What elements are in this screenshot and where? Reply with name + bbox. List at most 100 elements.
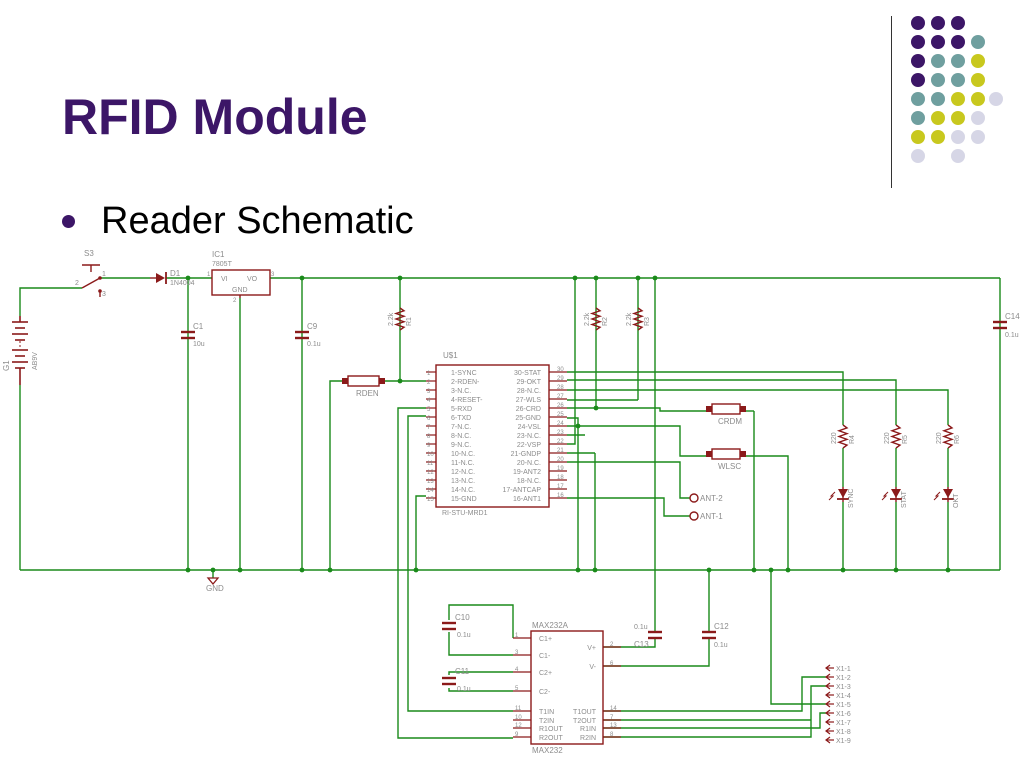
module-pin-label: 16-ANT1	[513, 496, 541, 503]
ground-symbol: GND	[206, 577, 224, 593]
module-pin-number: 1	[427, 371, 431, 377]
capacitor-label: C13	[634, 640, 649, 649]
module-pin-label: 19-ANT2	[513, 469, 541, 476]
capacitor-label: C11	[455, 667, 470, 676]
module-pin-label: 4-RESET-	[451, 397, 483, 404]
capacitor-label: C9	[307, 322, 318, 331]
s3-pin1: 1	[102, 271, 106, 278]
connector-pin-label: X1-3	[836, 684, 851, 691]
module-pin-label: 22-VSP	[517, 442, 541, 449]
ic1-pin-vi: VI	[221, 276, 228, 283]
resistor-value: 220	[831, 432, 838, 444]
module-pin-label: 8-N.C.	[451, 433, 471, 440]
ic1-label: IC1	[212, 250, 225, 259]
module-pin-number: 24	[557, 421, 564, 427]
capacitor-value: 0.1u	[307, 341, 321, 348]
module-pin-label: 17-ANTCAP	[502, 487, 541, 494]
resistor-label: R1	[406, 317, 413, 326]
module-pin-number: 4	[427, 398, 431, 404]
module-pin-label: 18-N.C.	[517, 478, 541, 485]
s3-label: S3	[84, 249, 94, 258]
switch-s3: S3 1 2 3	[75, 249, 106, 298]
led-label: SYNC	[848, 489, 855, 508]
module-pin-number: 6	[427, 416, 431, 422]
module-pin-label: 5-RXD	[451, 406, 472, 413]
decorative-dot	[971, 92, 985, 106]
max232-pin-label: V+	[587, 645, 596, 652]
decorative-dot	[951, 149, 965, 163]
decorative-divider	[891, 16, 892, 188]
decorative-dot	[911, 73, 925, 87]
decorative-dot	[971, 111, 985, 125]
module-pin-number: 5	[427, 407, 431, 413]
max232-pin-label: T2IN	[539, 718, 554, 725]
ic1-pin-num-1: 1	[207, 272, 211, 278]
capacitor-label: C14	[1005, 312, 1020, 321]
bullet-dot	[62, 215, 75, 228]
resistor-label: R5	[902, 435, 909, 444]
max232-pin-number: 10	[515, 715, 522, 721]
max232-pin-label: C1-	[539, 653, 551, 660]
max232-pin-label: R2OUT	[539, 735, 563, 742]
decorative-dot	[911, 54, 925, 68]
max232-pin-label: V-	[589, 664, 596, 671]
battery-g1: G1 AB9V	[2, 316, 39, 385]
wire-junctions	[185, 275, 951, 573]
ic1-value: 7805T	[212, 261, 233, 268]
decorative-dot	[951, 73, 965, 87]
connector-pin-label: X1-1	[836, 666, 851, 673]
max232-pin-number: 11	[515, 706, 522, 712]
resistor-value: 220	[884, 432, 891, 444]
jumper-rden: RDEN	[342, 375, 385, 398]
module-pin-number: 3	[427, 389, 431, 395]
jumper-label: RDEN	[356, 389, 379, 398]
decorative-dot	[971, 130, 985, 144]
module-pin-number: 17	[557, 484, 564, 490]
decorative-dot	[989, 92, 1003, 106]
max232-pin-number: 14	[610, 706, 617, 712]
module-pin-label: 20-N.C.	[517, 460, 541, 467]
max232-pin-label: C2-	[539, 689, 551, 696]
jumper-crdm: CRDM	[706, 403, 746, 426]
module-pin-label: 24-VSL	[518, 424, 541, 431]
max232-pin-label: C2+	[539, 670, 552, 677]
connector-pin-label: X1-5	[836, 702, 851, 709]
module-label: U$1	[443, 351, 458, 360]
max232-pin-number: 9	[515, 732, 519, 738]
decorative-dot	[951, 92, 965, 106]
module-pin-label: 25-GND	[515, 415, 541, 422]
bullet-text: Reader Schematic	[101, 200, 414, 242]
connector-pin-label: X1-8	[836, 729, 851, 736]
decorative-dot	[951, 35, 965, 49]
module-pin-number: 13	[427, 479, 434, 485]
regulator-ic1: IC1 7805T VI VO GND 1 3 2	[207, 250, 275, 304]
decorative-dot	[911, 130, 925, 144]
d1-label: D1	[170, 269, 181, 278]
jumper-label: WLSC	[718, 462, 741, 471]
module-pin-number: 14	[427, 488, 434, 494]
module-pin-number: 26	[557, 403, 564, 409]
resistor-value: 220	[936, 432, 943, 444]
module-pin-label: 10-N.C.	[451, 451, 475, 458]
jumper-label: CRDM	[718, 417, 742, 426]
module-pin-number: 12	[427, 470, 434, 476]
led-label: OKT	[953, 493, 960, 508]
max232-pin-label: R1IN	[580, 726, 596, 733]
jumper-wlsc: WLSC	[706, 448, 746, 471]
capacitor-value: 0.1u	[714, 642, 728, 649]
module-pin-number: 30	[557, 367, 564, 373]
max232-pin-label: T2OUT	[573, 718, 597, 725]
d1-value: 1N4004	[170, 280, 195, 287]
module-pin-number: 16	[557, 493, 564, 499]
resistor-value: 2.2k	[584, 312, 591, 326]
decorative-dot	[911, 149, 925, 163]
decorative-dot-grid	[911, 16, 1003, 163]
capacitor-label: C1	[193, 322, 204, 331]
module-pin-label: 30-STAT	[514, 370, 542, 377]
module-pin-number: 19	[557, 466, 564, 472]
module-pin-number: 28	[557, 385, 564, 391]
